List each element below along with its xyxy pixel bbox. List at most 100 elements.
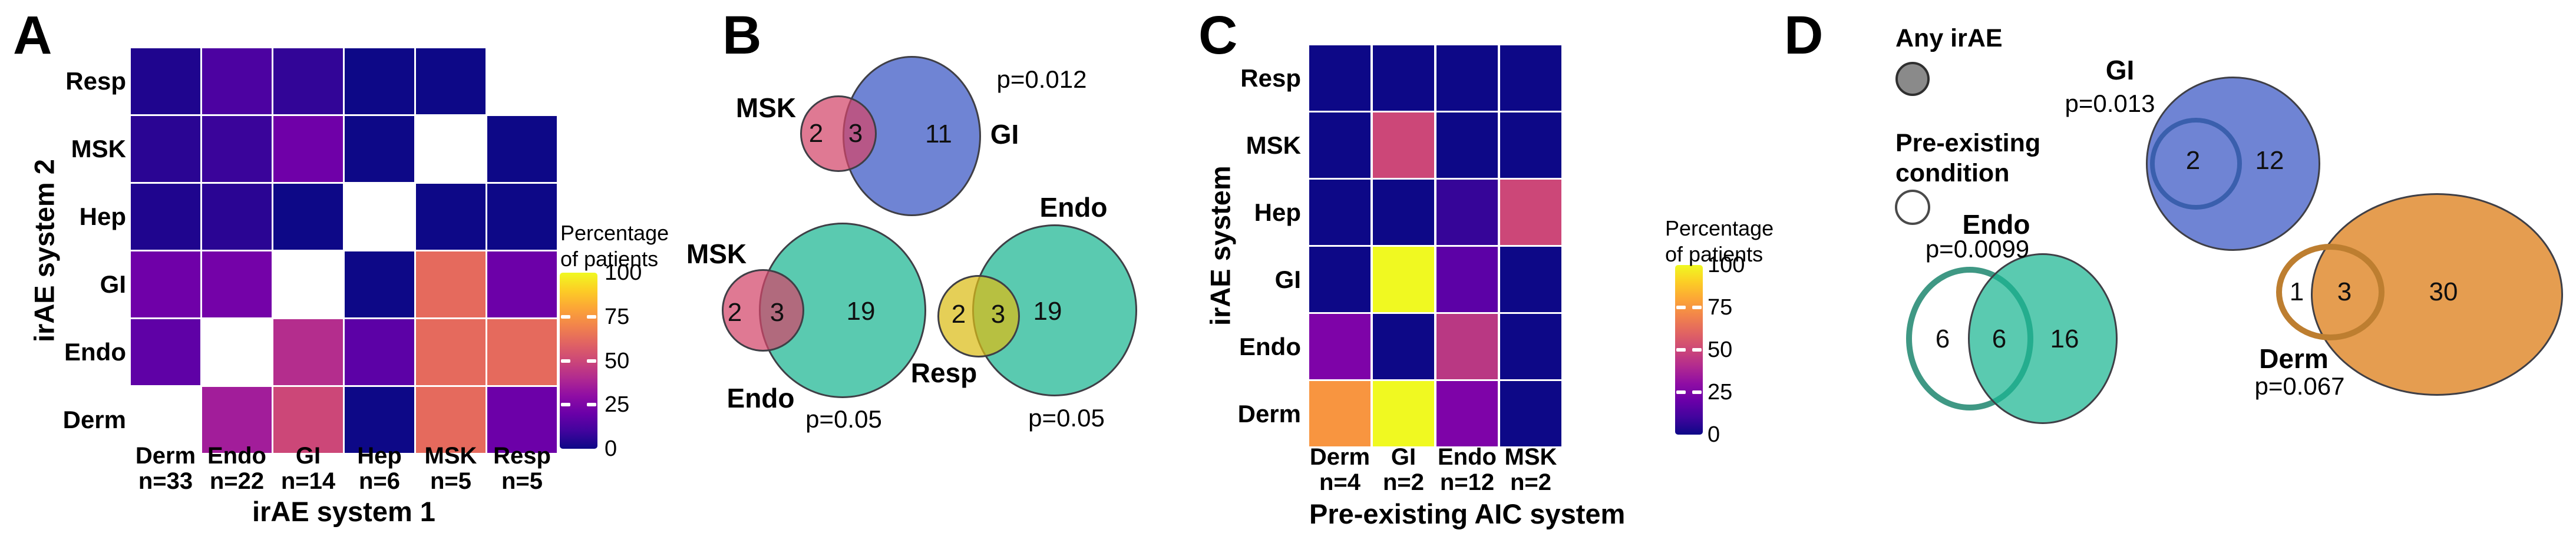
col-label-name: MSK [424,443,477,469]
heatmap-cell [202,387,272,453]
venn-msk-endo-count-endo-only: 19 [846,297,876,326]
col-label-name: GI [1391,444,1416,470]
heatmap-cell [202,48,272,114]
venn-d-gi-count-irae-only: 12 [2255,146,2284,175]
col-label-n: n=4 [1319,469,1361,496]
venn-d-endo-circle-irae [1968,253,2118,424]
heatmap-c-row-label: Hep [1254,198,1301,226]
heatmap-a-row-label: MSK [71,135,126,163]
heatmap-a-row-label: Endo [64,338,126,366]
col-label-n: n=2 [1382,469,1425,496]
heatmap-cell [416,251,486,317]
panel-a-colorbar-title: Percentage of patients [560,221,669,271]
heatmap-cell [1500,247,1561,312]
heatmap-cell [131,319,200,385]
panel-a-x-axis-title: irAE system 1 [252,496,435,527]
colorbar-tick-label: 75 [605,304,630,329]
panel-c-colorbar-title: Percentage of patients [1665,216,1774,266]
heatmap-cell [345,184,414,250]
heatmap-cell [1373,112,1434,178]
heatmap-cell [345,387,414,453]
venn-msk-gi-label-gi: GI [990,119,1019,150]
venn-d-derm-count-irae-only: 30 [2429,277,2458,306]
col-label-n: n=2 [1510,469,1552,496]
heatmap-cell [1373,314,1434,379]
heatmap-cell [1309,112,1370,178]
colorbar-tick-dash [561,403,570,407]
venn-msk-gi-pvalue: p=0.012 [996,65,1087,93]
venn-msk-gi-count-overlap: 3 [848,119,863,148]
heatmap-c-row-label: Resp [1240,64,1301,92]
colorbar-tick-label: 0 [605,436,617,461]
heatmap-grid-c [1309,45,1561,446]
heatmap-grid-a [131,48,557,453]
colorbar-tick-label: 25 [605,392,630,418]
heatmap-cell [345,319,414,385]
col-label-n: n=6 [358,468,401,495]
heatmap-cell [273,251,343,317]
heatmap-cell [131,387,200,453]
heatmap-cell [487,184,557,250]
heatmap-cell [131,184,200,250]
venn-resp-endo-label-endo: Endo [1039,192,1108,223]
colorbar-tick-label: 100 [605,260,642,285]
panel-b-letter: B [722,5,762,65]
col-label-n: n=5 [501,468,543,495]
heatmap-cell [1373,180,1434,245]
heatmap-cell [1500,112,1561,178]
heatmap-cell [487,387,557,453]
col-label-name: Endo [207,443,266,469]
heatmap-cell [273,387,343,453]
colorbar-tick-dash [587,359,596,363]
heatmap-cell [1436,180,1498,245]
heatmap-cell [487,251,557,317]
panel-a-letter: A [13,5,52,65]
panel-c-letter: C [1198,5,1238,65]
heatmap-cell [1309,45,1370,111]
venn-d-endo-label: Endo [1962,209,2030,240]
legend-any-irae-circle-icon [1895,62,1930,96]
heatmap-cell [1373,247,1434,312]
heatmap-cell [273,48,343,114]
heatmap-cell [202,184,272,250]
venn-d-gi-count-overlap: 2 [2185,146,2201,175]
col-label-name: Resp [493,443,551,469]
colorbar-tick-dash [1692,390,1702,394]
heatmap-cell [131,48,200,114]
venn-d-gi-ring-pre-existing [2150,118,2242,210]
venn-resp-endo-circle-resp [937,275,1020,357]
venn-d-derm-count-pre-only: 1 [2289,277,2304,306]
colorbar-tick-dash [1692,306,1702,309]
colorbar-tick-label: 50 [605,348,630,373]
colorbar-tick-label: 25 [1708,380,1733,405]
heatmap-cell [416,184,486,250]
heatmap-cell [416,116,486,182]
heatmap-c-row-label: Endo [1239,332,1301,360]
heatmap-cell [345,48,414,114]
venn-msk-endo-circle-msk [722,269,804,352]
heatmap-cell [1309,381,1370,446]
colorbar-tick-dash [587,314,596,319]
venn-msk-gi-count-gi-only: 11 [925,120,952,148]
heatmap-cell [1373,381,1434,446]
col-label-n: n=33 [138,468,193,495]
heatmap-cell [273,319,343,385]
heatmap-c-row-label: Derm [1237,399,1301,428]
heatmap-cell [1500,180,1561,245]
colorbar-tick-label: 50 [1708,337,1733,362]
col-label-name: Derm [135,443,196,469]
col-label-name: Derm [1309,444,1370,470]
venn-resp-endo-count-resp-only: 2 [951,300,966,329]
col-label-name: Hep [357,443,402,469]
heatmap-a-row-label: Hep [79,203,126,230]
panel-c-x-axis-title: Pre-existing AIC system [1309,498,1626,529]
heatmap-cell [1500,45,1561,111]
heatmap-cell [416,48,486,114]
venn-msk-endo-pvalue: p=0.05 [805,405,882,433]
heatmap-cell [1436,45,1498,111]
